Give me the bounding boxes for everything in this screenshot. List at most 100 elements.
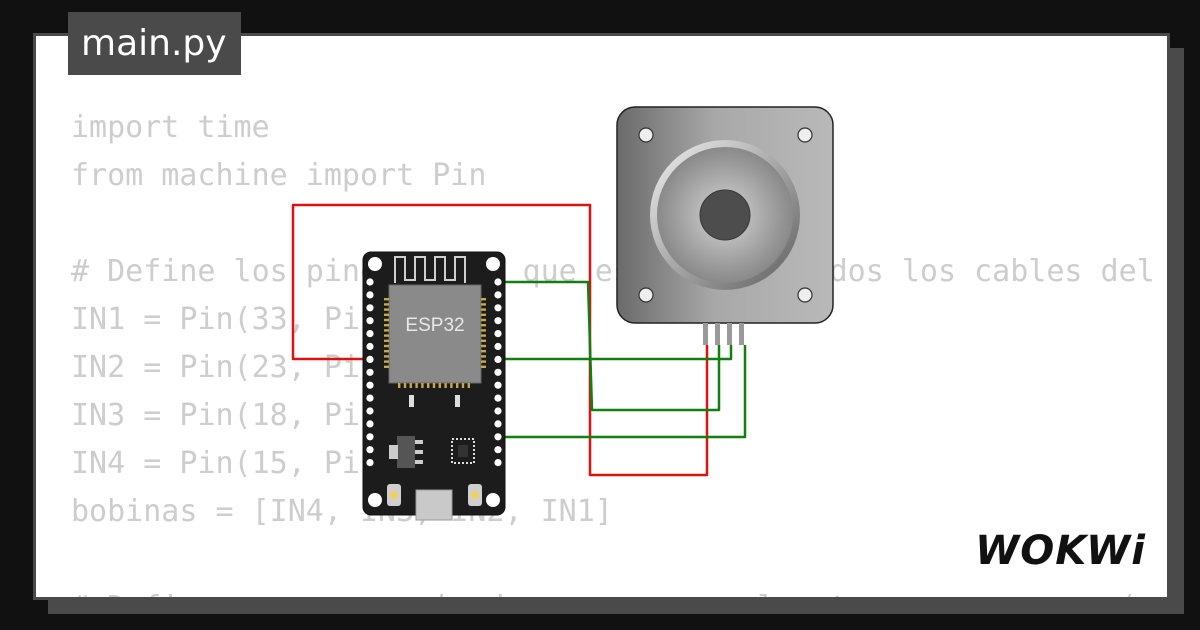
usb-uart-chip (451, 438, 475, 464)
module-castellation (481, 303, 486, 306)
module-castellation (415, 383, 418, 388)
regulator-lead (415, 440, 423, 444)
mount-hole (797, 127, 813, 143)
header-pin[interactable] (366, 342, 374, 351)
header-pin[interactable] (494, 304, 502, 312)
module-castellation (384, 360, 389, 363)
regulator-lead (415, 450, 423, 454)
module-castellation (403, 383, 407, 388)
usb-uart-chip-core (458, 445, 468, 457)
module-castellation (450, 383, 453, 388)
code-line: # Define una secuencia de pasos para el … (71, 584, 1167, 597)
file-tab-main-py[interactable]: main.py (68, 12, 241, 75)
module-castellation (481, 318, 486, 322)
module-castellation (481, 365, 486, 368)
header-pin[interactable] (366, 420, 374, 428)
mount-hole (486, 257, 500, 271)
boot-button-cap (390, 491, 398, 499)
module-castellation (481, 344, 486, 348)
header-pin[interactable] (494, 355, 502, 363)
smd-component (409, 395, 414, 407)
header-pin[interactable] (494, 291, 502, 299)
header-pin[interactable] (366, 407, 374, 415)
esp32-module (388, 284, 482, 384)
smd-component (455, 395, 460, 407)
header-pin[interactable] (494, 317, 502, 325)
module-castellation (444, 383, 447, 388)
header-pin[interactable] (366, 433, 374, 441)
header-pin[interactable] (366, 330, 374, 338)
stepper-motor[interactable] (616, 106, 834, 345)
mount-hole (638, 127, 654, 143)
module-castellation (384, 324, 389, 327)
header-pin[interactable] (494, 433, 502, 441)
wire-red-in1[interactable] (291, 203, 709, 477)
module-castellation (481, 360, 486, 363)
module-castellation (409, 383, 412, 388)
wire-green-in2[interactable] (498, 345, 733, 361)
module-castellation (481, 334, 486, 337)
header-pin[interactable] (494, 342, 502, 351)
motor-pin (739, 323, 744, 345)
mount-hole (368, 257, 382, 271)
antenna-trace (394, 256, 466, 283)
motor-pin (715, 323, 720, 345)
mount-hole (368, 493, 382, 507)
motor-shaft (699, 189, 751, 241)
header-pin[interactable] (366, 381, 374, 389)
header-pin[interactable] (494, 394, 502, 402)
wire-green-in4[interactable] (498, 280, 721, 412)
module-castellation (384, 350, 389, 353)
wire-green-in3[interactable] (498, 345, 747, 439)
header-pin[interactable] (366, 304, 374, 312)
header-pin[interactable] (494, 381, 502, 389)
header-pin[interactable] (366, 317, 374, 325)
module-castellation (384, 313, 389, 316)
module-castellation (384, 329, 389, 332)
module-castellation (384, 308, 389, 311)
module-castellation (456, 383, 459, 388)
header-pin[interactable] (366, 459, 374, 467)
module-castellation (427, 383, 430, 388)
module-castellation (481, 329, 486, 332)
module-castellation (467, 383, 470, 388)
mount-hole (486, 493, 500, 507)
mount-hole (638, 287, 654, 303)
header-pin[interactable] (366, 278, 374, 286)
header-pin[interactable] (494, 407, 502, 415)
motor-pin (703, 323, 708, 345)
usb-port (415, 489, 453, 521)
module-castellation (481, 308, 486, 311)
module-castellation (384, 339, 389, 342)
header-pin[interactable] (494, 420, 502, 428)
module-castellation (461, 383, 465, 388)
module-castellation (384, 344, 389, 348)
module-castellation (384, 298, 389, 301)
code-line: from machine import Pin (71, 158, 487, 193)
header-pin[interactable] (494, 459, 502, 467)
esp32-board[interactable]: ESP32 (362, 251, 506, 521)
wires (291, 203, 747, 477)
header-pin[interactable] (494, 330, 502, 338)
header-pin[interactable] (366, 291, 374, 299)
module-castellation (438, 383, 441, 388)
header-pin[interactable] (494, 446, 502, 454)
header-pin[interactable] (366, 368, 374, 376)
chip-label: ESP32 (405, 315, 464, 336)
mount-hole (797, 287, 813, 303)
module-castellation (481, 355, 486, 358)
module-castellation (384, 355, 389, 358)
module-castellation (481, 313, 486, 316)
header-pin[interactable] (494, 278, 502, 286)
header-pin[interactable] (366, 355, 374, 363)
header-pin[interactable] (494, 368, 502, 376)
module-castellation (398, 383, 401, 388)
wokwi-logo: WOKWi (975, 528, 1146, 574)
reset-button-cap (471, 491, 479, 499)
module-castellation (432, 383, 436, 388)
header-pin[interactable] (366, 394, 374, 402)
module-castellation (421, 383, 424, 388)
header-pin[interactable] (366, 446, 374, 454)
